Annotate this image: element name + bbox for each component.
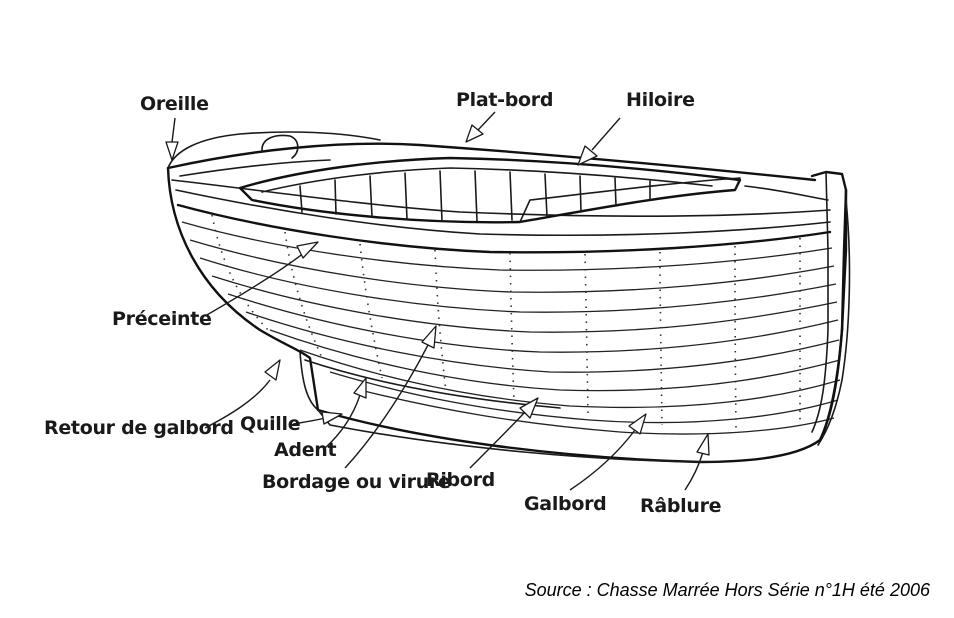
label-quille: Quille (240, 413, 300, 435)
label-retour-de-galbord: Retour de galbord (44, 417, 234, 439)
label-plat-bord: Plat-bord (456, 89, 553, 111)
deck-seam-2 (744, 185, 829, 201)
hiloire-arrow (577, 145, 598, 166)
oreille-arrow (165, 141, 179, 161)
label-oreille: Oreille (140, 93, 209, 115)
deck-outer-lip (175, 189, 831, 237)
retour-de-galbord-arrow (264, 359, 281, 381)
cockpit-inner (261, 167, 713, 193)
label-galbord: Galbord (524, 493, 606, 515)
bow-cap (167, 131, 381, 169)
quille-arrow (321, 411, 343, 425)
label-hiloire: Hiloire (626, 89, 695, 111)
bordage-arrow (421, 325, 437, 349)
plat-bord-leader (477, 111, 496, 131)
preceinte-arrow (296, 241, 319, 259)
galbord-leader (569, 429, 636, 491)
preceinte-leader (204, 251, 306, 317)
stern-dark-edge (817, 199, 851, 446)
interior-ribs (299, 170, 651, 222)
label-bordage-ou-virure: Bordage ou virure (262, 471, 451, 493)
ribord-arrow (519, 397, 539, 419)
hull-planks (181, 221, 841, 435)
adent-arrow (353, 377, 367, 399)
label-adent: Adent (274, 439, 337, 461)
preceinte-strake (176, 203, 832, 254)
adent-leader (324, 394, 361, 449)
source-credit: Source : Chasse Marrée Hors Série n°1H é… (524, 580, 930, 600)
hiloire-leader (591, 117, 621, 151)
bordage-leader (344, 344, 429, 469)
deck-seam-1 (179, 159, 331, 177)
ribord-leader (469, 411, 526, 469)
galbord-arrow (628, 413, 647, 435)
thwart (519, 177, 741, 223)
bow-cap-roll (261, 134, 299, 159)
part-labels: Oreille Plat-bord Hiloire Préceinte Reto… (44, 89, 722, 517)
stern-post-inner (811, 171, 829, 433)
callouts (165, 111, 710, 491)
plat-bord-arrow (465, 124, 484, 143)
keel-band (299, 351, 721, 463)
rablure-arrow (696, 433, 710, 456)
stern-post (810, 170, 848, 442)
rablure-leader (684, 451, 704, 491)
gunwale-edge (166, 142, 817, 182)
label-ribord: Ribord (426, 469, 495, 491)
retour-de-galbord-leader (204, 379, 271, 429)
boat-drawing (166, 131, 851, 464)
deck-inner-edge (171, 179, 831, 218)
label-rablure: Râblure (640, 495, 721, 517)
rivet-lines (211, 214, 801, 429)
label-preceinte: Préceinte (112, 308, 212, 330)
oreille-leader (171, 117, 176, 143)
